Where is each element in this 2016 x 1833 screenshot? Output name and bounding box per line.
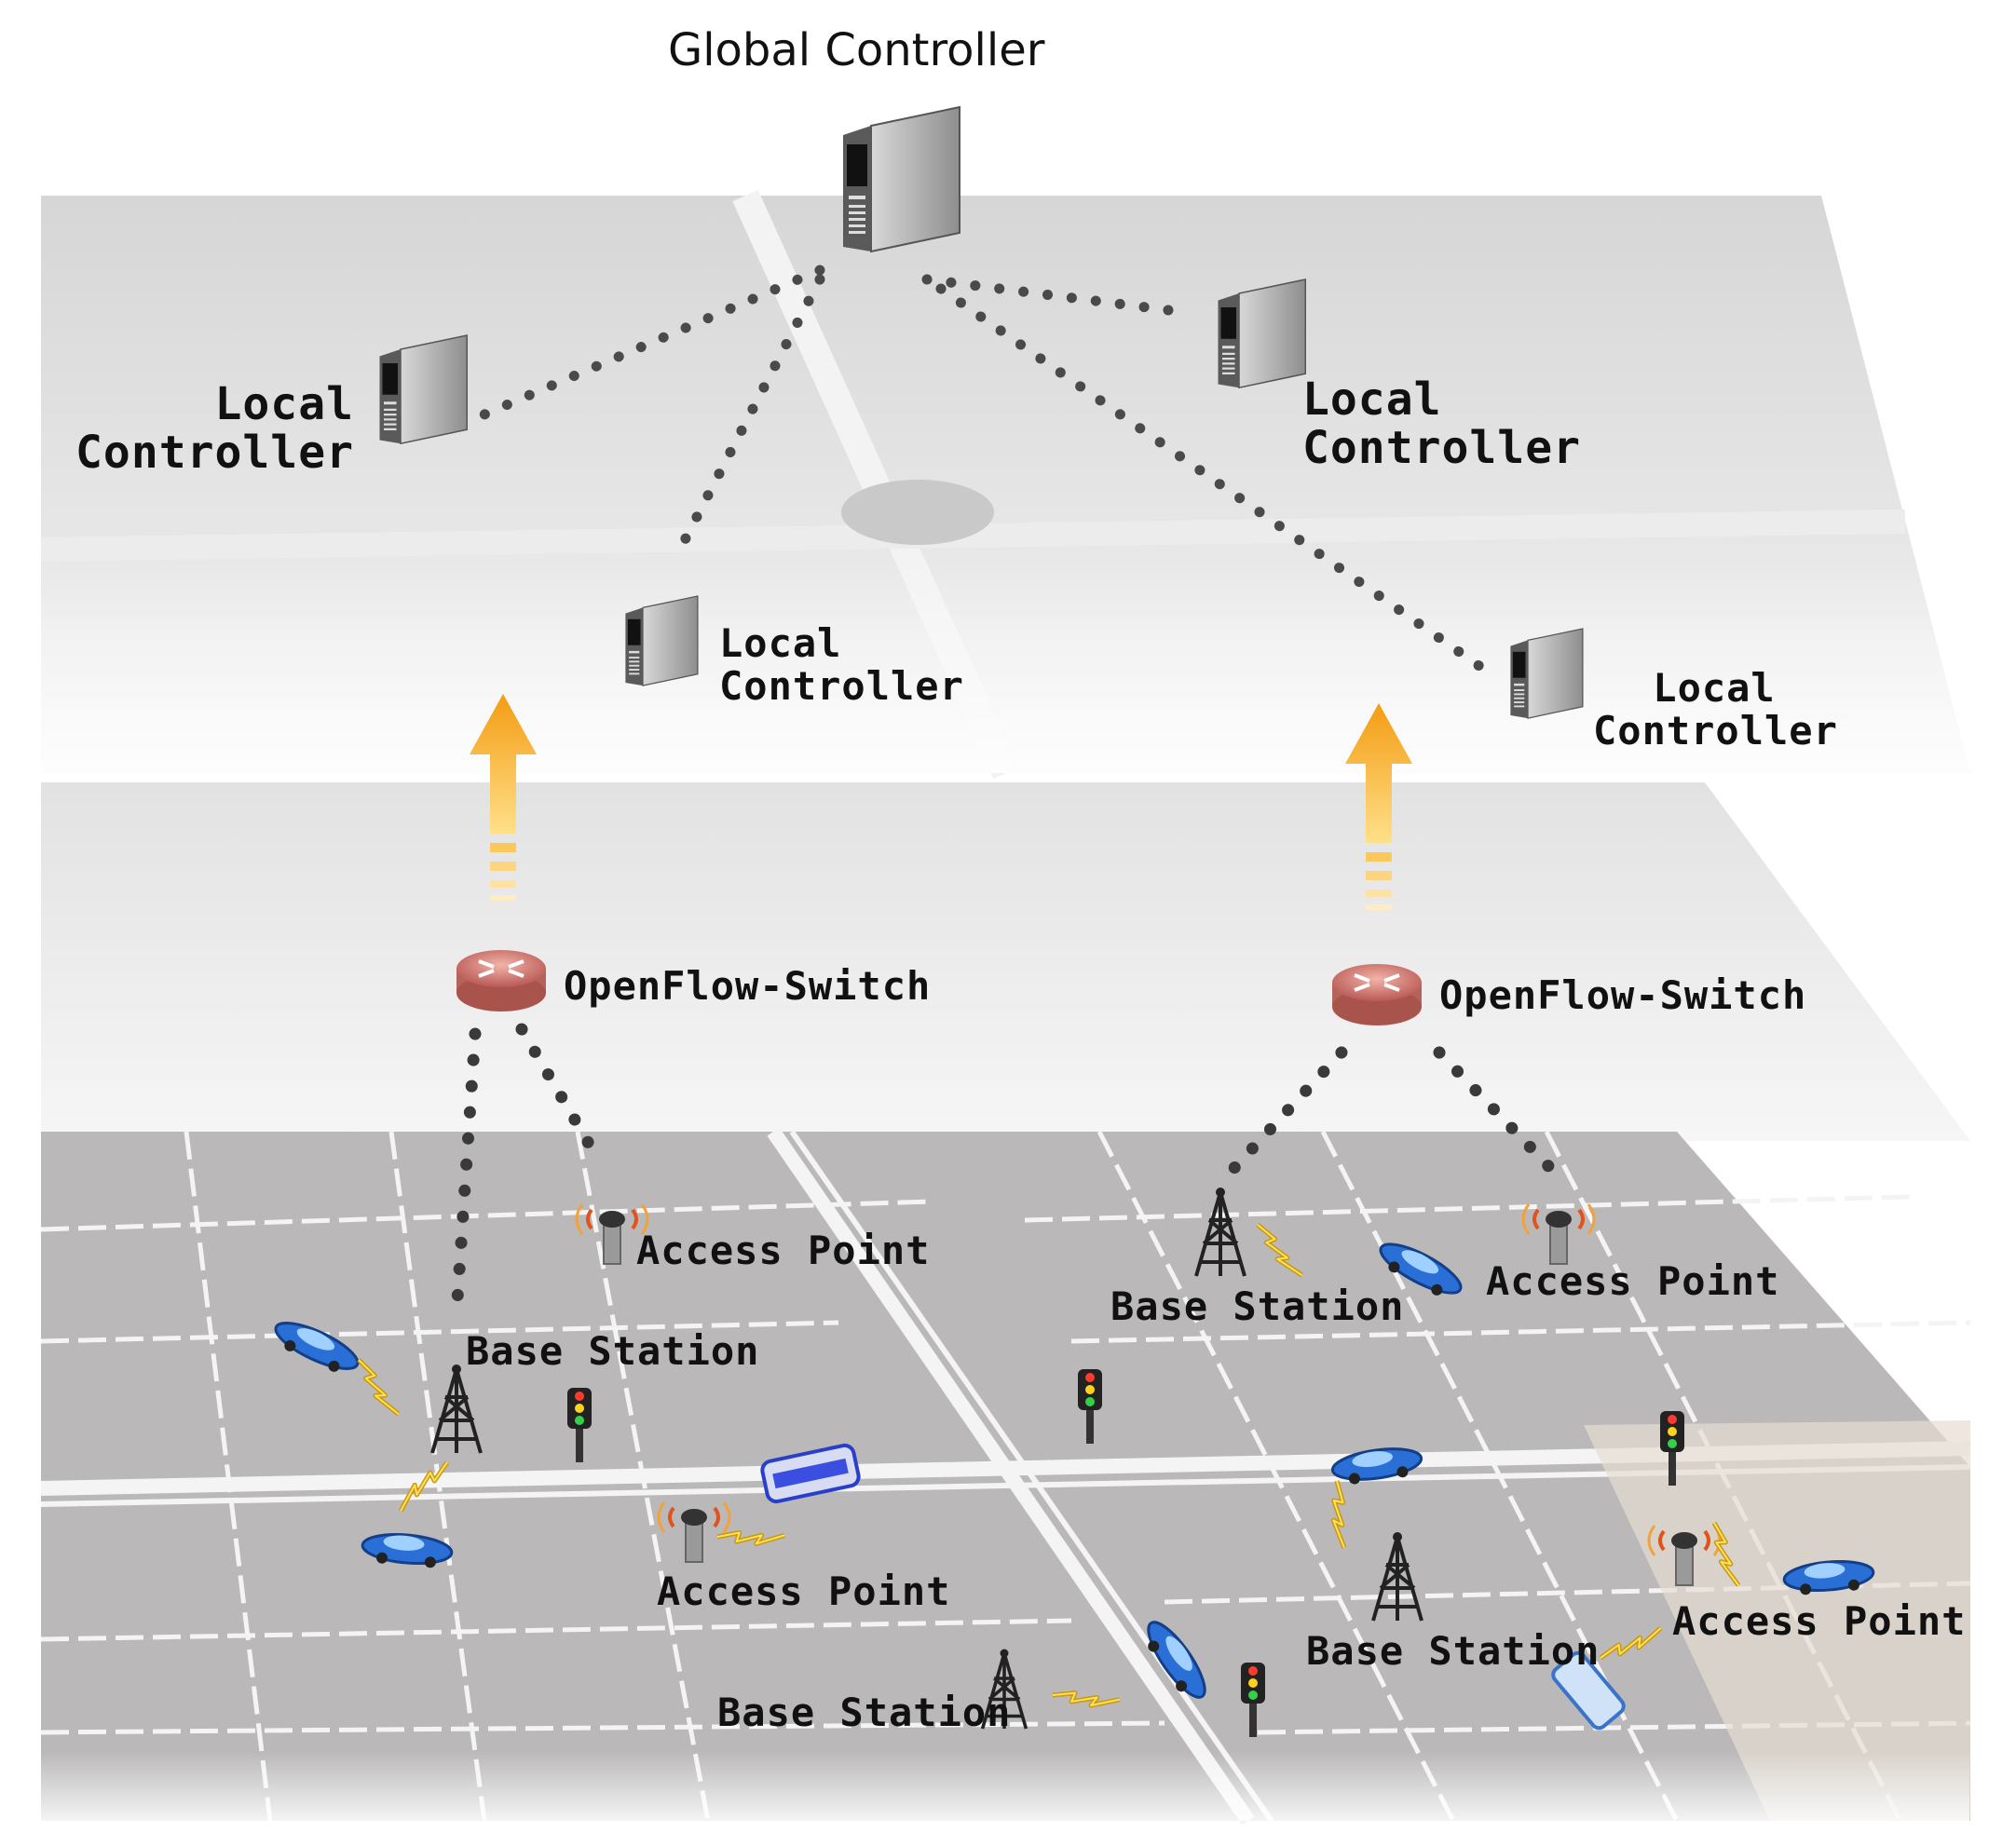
- global-controller-server-icon: [842, 106, 960, 252]
- base-station-label: Base Station: [717, 1690, 1012, 1735]
- openflow-switch-router-icon: [1330, 962, 1423, 1027]
- openflow-switch-router-icon: [455, 948, 548, 1013]
- local-controller-label-line2: Controller: [1593, 708, 1838, 754]
- local-controller-label-line2: Controller: [719, 663, 964, 709]
- local-controller-label-line2: Controller: [75, 427, 354, 479]
- openflow-switch-label: OpenFlow-Switch: [1439, 972, 1807, 1018]
- access-point-label: Access Point: [1672, 1598, 1967, 1644]
- base-station-label: Base Station: [466, 1328, 760, 1374]
- switch-links: [450, 1023, 1558, 1320]
- switch-layer: [41, 782, 1970, 1141]
- local-controller-label: Local Controller: [65, 382, 354, 475]
- local-controller-label-line1: Local: [214, 378, 354, 430]
- controller-links: [479, 265, 1492, 676]
- local-controller-label: Local Controller: [1302, 377, 1581, 470]
- access-point-label: Access Point: [636, 1228, 931, 1273]
- local-controller-label-line1: Local: [1302, 373, 1442, 426]
- global-controller-label: Global Controller: [668, 24, 1045, 76]
- local-controller-label: Local Controller: [719, 624, 964, 706]
- local-controller-label: Local Controller: [1593, 665, 1838, 754]
- bus-icon: [1551, 1650, 1626, 1731]
- bus-icon: [760, 1443, 861, 1504]
- local-controller-label-line1: Local: [1653, 665, 1776, 711]
- base-station-label: Base Station: [1110, 1283, 1405, 1329]
- access-point-label: Access Point: [657, 1568, 951, 1614]
- local-controller-label-line1: Local: [719, 620, 842, 666]
- local-controller-label-line2: Controller: [1302, 422, 1581, 474]
- base-station-label: Base Station: [1306, 1628, 1601, 1674]
- openflow-switch-label: OpenFlow-Switch: [564, 963, 932, 1009]
- access-point-label: Access Point: [1486, 1258, 1780, 1304]
